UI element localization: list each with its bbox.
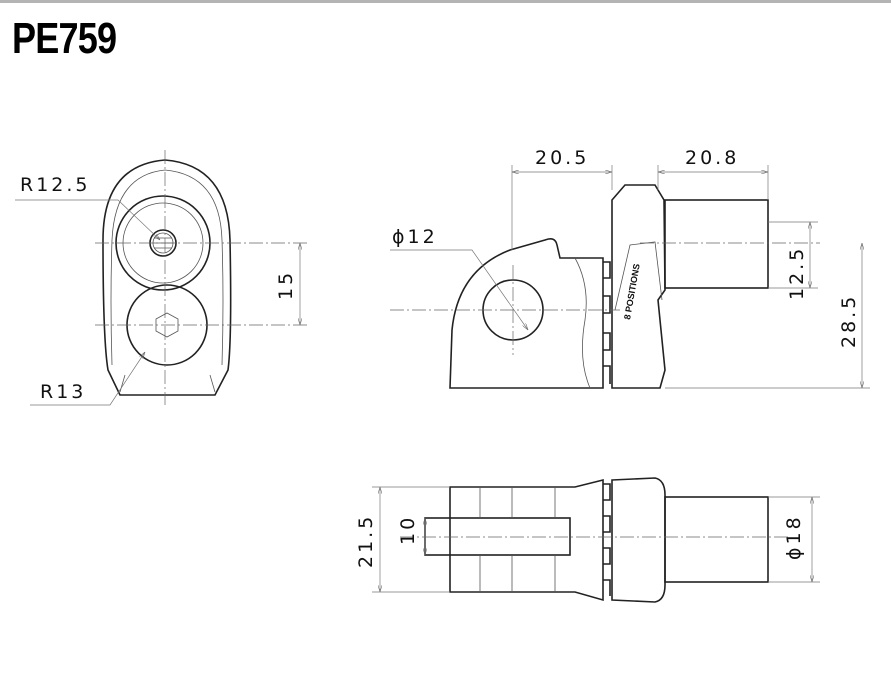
dim-height-15: 15	[275, 270, 297, 300]
front-view: 15 R12.5 R13	[15, 150, 310, 406]
top-border	[0, 0, 891, 3]
dim-width-21-5: 21.5	[355, 514, 377, 568]
dim-height-28-5: 28.5	[838, 294, 860, 348]
dim-diameter-18: ϕ18	[783, 514, 805, 560]
dim-radius-lower: R13	[40, 381, 86, 403]
dim-width-20-5: 20.5	[535, 147, 589, 169]
side-view: 8 POSITIONS 20.5 20.8 12.5 28.5 ϕ12	[390, 147, 870, 389]
dim-offset-12-5: 12.5	[786, 246, 808, 300]
dim-hole-diameter: ϕ12	[392, 226, 438, 248]
page-title: PE759	[12, 14, 117, 63]
dim-radius-upper: R12.5	[20, 174, 91, 196]
engraving-8-positions: 8 POSITIONS	[622, 263, 642, 320]
top-view: 21.5 10 ϕ18	[355, 477, 820, 603]
dim-slot-10: 10	[397, 515, 419, 545]
dim-width-20-8: 20.8	[685, 147, 739, 169]
